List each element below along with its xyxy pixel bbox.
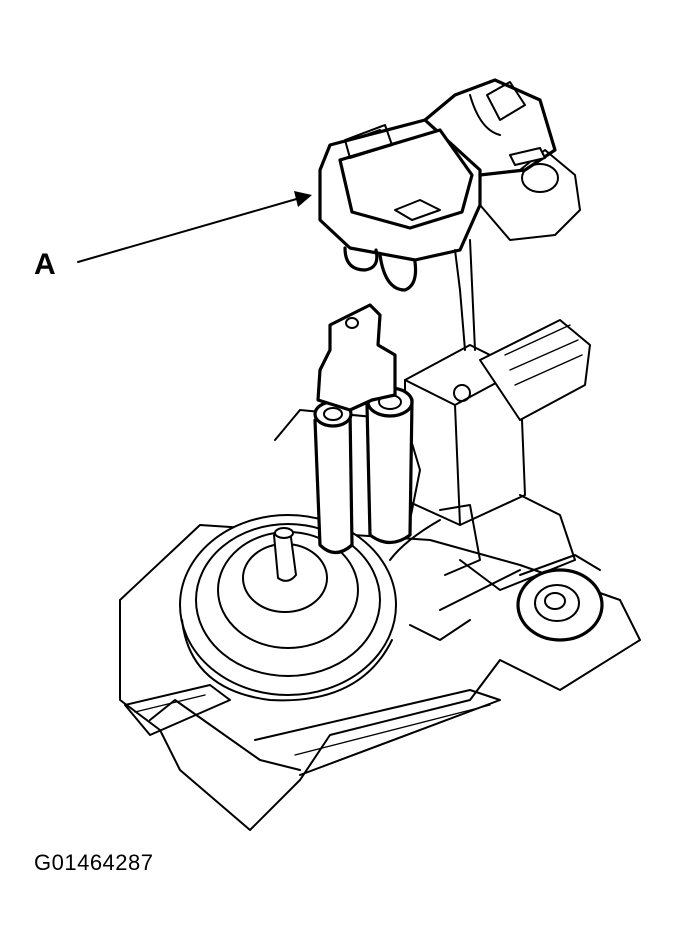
figure-id: G01464287 — [34, 850, 154, 875]
bracket-tab — [316, 303, 481, 576]
solenoid-valve — [274, 319, 591, 591]
callout-arrow — [77, 191, 312, 263]
cap-fitting — [516, 554, 604, 642]
vacuum-canister — [179, 514, 397, 702]
callout-label-a: A — [34, 248, 56, 281]
map-sensor — [318, 78, 581, 351]
mounting-base — [119, 524, 641, 831]
vacuum-hoses — [313, 386, 414, 555]
